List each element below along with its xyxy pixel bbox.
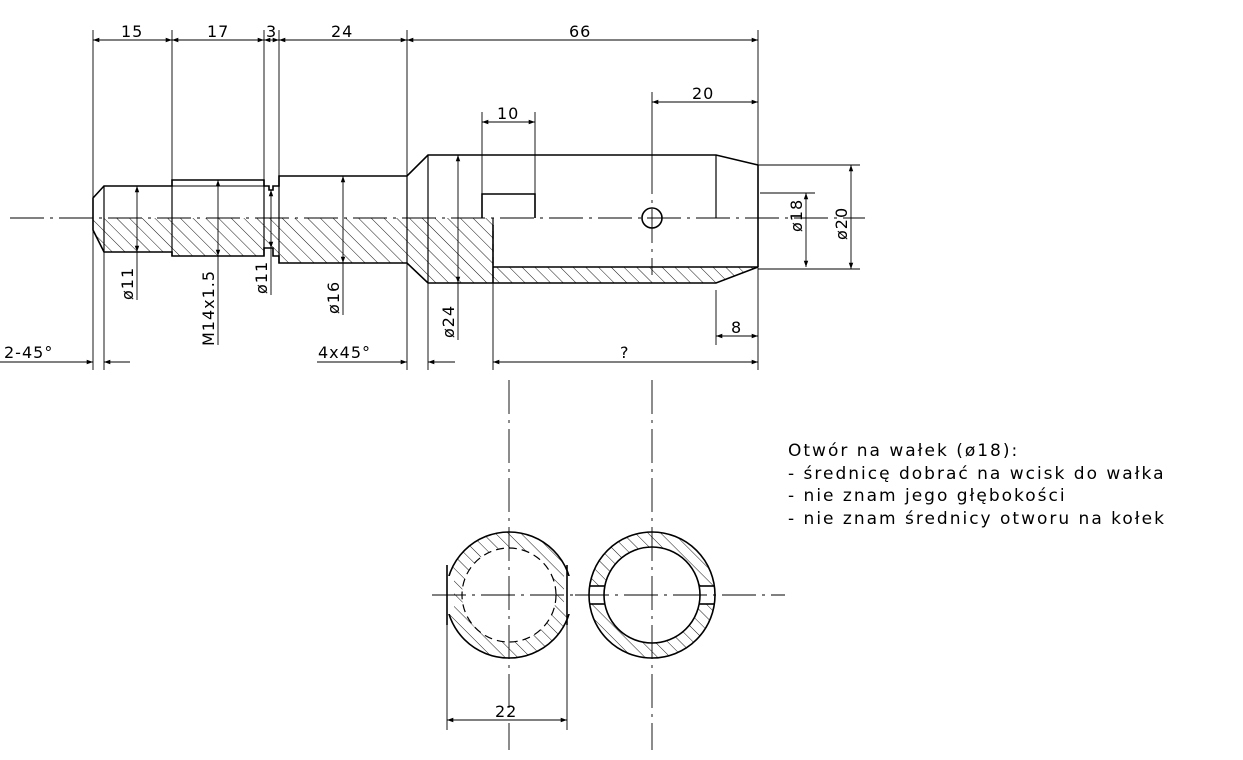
note-line-3: - nie znam średnicy otworu na kołek [788, 509, 1166, 529]
slot-outline [481, 193, 536, 218]
dia11-b-label: ø11 [252, 261, 271, 294]
thread-label: M14x1.5 [199, 270, 218, 346]
left-section-view [432, 531, 590, 659]
dim-66-label: 66 [569, 22, 591, 41]
shaft-outline-top [92, 154, 759, 218]
dim-15-label: 15 [121, 22, 143, 41]
end-views: 22 [432, 380, 785, 750]
dia16-label: ø16 [324, 281, 343, 314]
note-block: Otwór na wałek (ø18): - średnicę dobrać … [788, 441, 1166, 529]
note-line-2: - nie znam jego głębokości [788, 486, 1067, 506]
top-dimensions: 15 17 3 24 66 10 20 [92, 22, 759, 370]
right-dimensions: ø18 ø20 8 [715, 164, 860, 345]
dim-8-label: 8 [731, 318, 742, 337]
chamfer-left-label: 2-45° [4, 343, 53, 362]
dim-10-label: 10 [497, 104, 519, 123]
dim-17-label: 17 [207, 22, 229, 41]
diameter-dimensions: ø11 M14x1.5 ø11 ø16 ø24 [118, 154, 461, 346]
chamfer-mid-label: 4x45° [318, 343, 371, 362]
dia11-a-label: ø11 [118, 267, 137, 300]
dim-22-label: 22 [495, 702, 517, 721]
dia18-label: ø18 [787, 199, 806, 232]
unknown-length-label: ? [620, 343, 630, 362]
shaft-section-hatch [93, 218, 758, 283]
bottom-dimensions: 2-45° 4x45° ? [0, 252, 758, 370]
dia24-label: ø24 [439, 305, 458, 338]
dim-24-label: 24 [331, 22, 353, 41]
note-title: Otwór na wałek (ø18): [788, 441, 1019, 461]
note-line-1: - średnicę dobrać na wcisk do wałka [788, 464, 1166, 484]
dim-20-label: 20 [692, 84, 714, 103]
dia20-label: ø20 [832, 207, 851, 240]
right-section-view [575, 531, 785, 659]
shaft-view [10, 154, 865, 284]
dim-3-label: 3 [266, 22, 277, 41]
